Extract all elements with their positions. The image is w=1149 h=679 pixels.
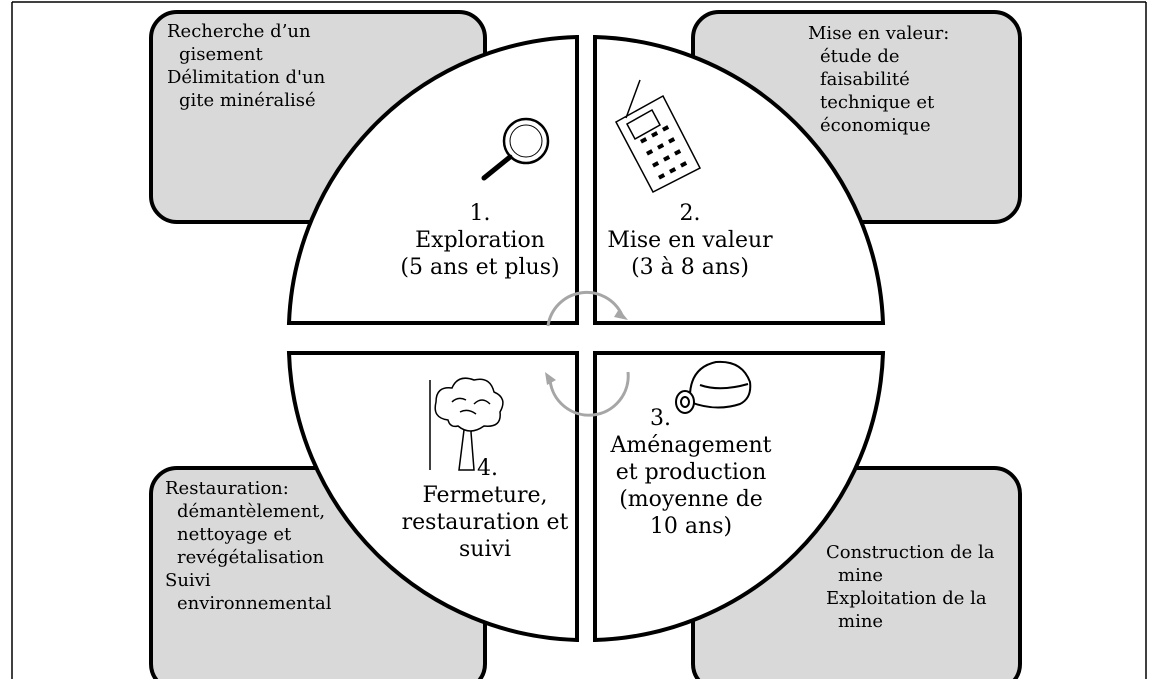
box-tl-item2b: gite minéralisé <box>179 90 316 111</box>
phase-mise-en-valeur-label: 2. Mise en valeur (3 à 8 ans) <box>600 200 780 281</box>
phase-4-line2: restauration et <box>401 510 569 535</box>
box-bottom-left-text: Restauration: démantèlement, nettoyage e… <box>165 477 332 615</box>
box-br-item2a: Exploitation de la <box>826 588 987 609</box>
phase-1-number: 1. <box>469 201 491 226</box>
box-br-item1b: mine <box>838 565 884 586</box>
box-bottom-right-text: Construction de la mine Exploitation de … <box>826 541 994 633</box>
phase-1-title: Exploration <box>415 228 545 253</box>
phase-4-line1: Fermeture, <box>422 483 548 508</box>
phase-2-duration: (3 à 8 ans) <box>631 255 749 280</box>
box-br-item2b: mine <box>838 611 884 632</box>
phase-3-number: 3. <box>650 406 671 431</box>
magnifier-icon <box>481 117 550 181</box>
phase-3-line4: 10 ans) <box>649 514 733 539</box>
phase-3-line3: (moyenne de <box>619 487 763 512</box>
phase-fermeture-label: 4. Fermeture, restauration et suivi <box>395 455 575 563</box>
box-bl-item1d: revégétalisation <box>177 547 325 568</box>
box-br-item1a: Construction de la <box>826 542 995 563</box>
quadrant-exploration <box>286 34 579 325</box>
phase-1-duration: (5 ans et plus) <box>400 255 560 280</box>
box-tr-line3: faisabilité <box>820 69 910 90</box>
box-top-left-text: Recherche d’un gisement Délimitation d'u… <box>167 20 325 112</box>
box-top-right-text: Mise en valeur: étude de faisabilité tec… <box>808 22 949 137</box>
box-bl-item2b: environnemental <box>177 593 332 614</box>
phase-3-line1: Aménagement <box>610 433 772 458</box>
box-tl-item2a: Délimitation d'un <box>167 67 326 88</box>
box-bl-item1a: Restauration: <box>165 478 289 499</box>
box-bl-item2a: Suivi <box>165 570 211 591</box>
box-tr-line1: Mise en valeur: <box>808 23 950 44</box>
tree-icon <box>429 377 504 471</box>
box-bl-item1b: démantèlement, <box>177 501 326 522</box>
quadrant-amenagement <box>593 351 886 643</box>
phase-4-line3: suivi <box>459 537 511 562</box>
phase-2-title: Mise en valeur <box>607 228 773 253</box>
phase-exploration-label: 1. Exploration (5 ans et plus) <box>380 200 580 281</box>
calculator-icon <box>614 79 702 194</box>
phase-3-line2: et production <box>615 460 767 485</box>
quadrant-fermeture <box>286 351 579 643</box>
box-tr-line4: technique et <box>820 92 935 113</box>
box-tr-line5: économique <box>820 115 931 136</box>
phase-4-number: 4. <box>477 456 498 481</box>
hard-hat-icon <box>675 360 752 414</box>
phase-amenagement-label: 3. Aménagement et production (moyenne de… <box>606 405 776 540</box>
box-tr-line2: étude de <box>820 46 900 67</box>
box-tl-item1b: gisement <box>179 44 263 65</box>
box-bl-item1c: nettoyage et <box>177 524 292 545</box>
phase-2-number: 2. <box>679 201 701 226</box>
cycle-arrows <box>545 290 630 417</box>
box-tl-item1a: Recherche d’un <box>167 21 311 42</box>
